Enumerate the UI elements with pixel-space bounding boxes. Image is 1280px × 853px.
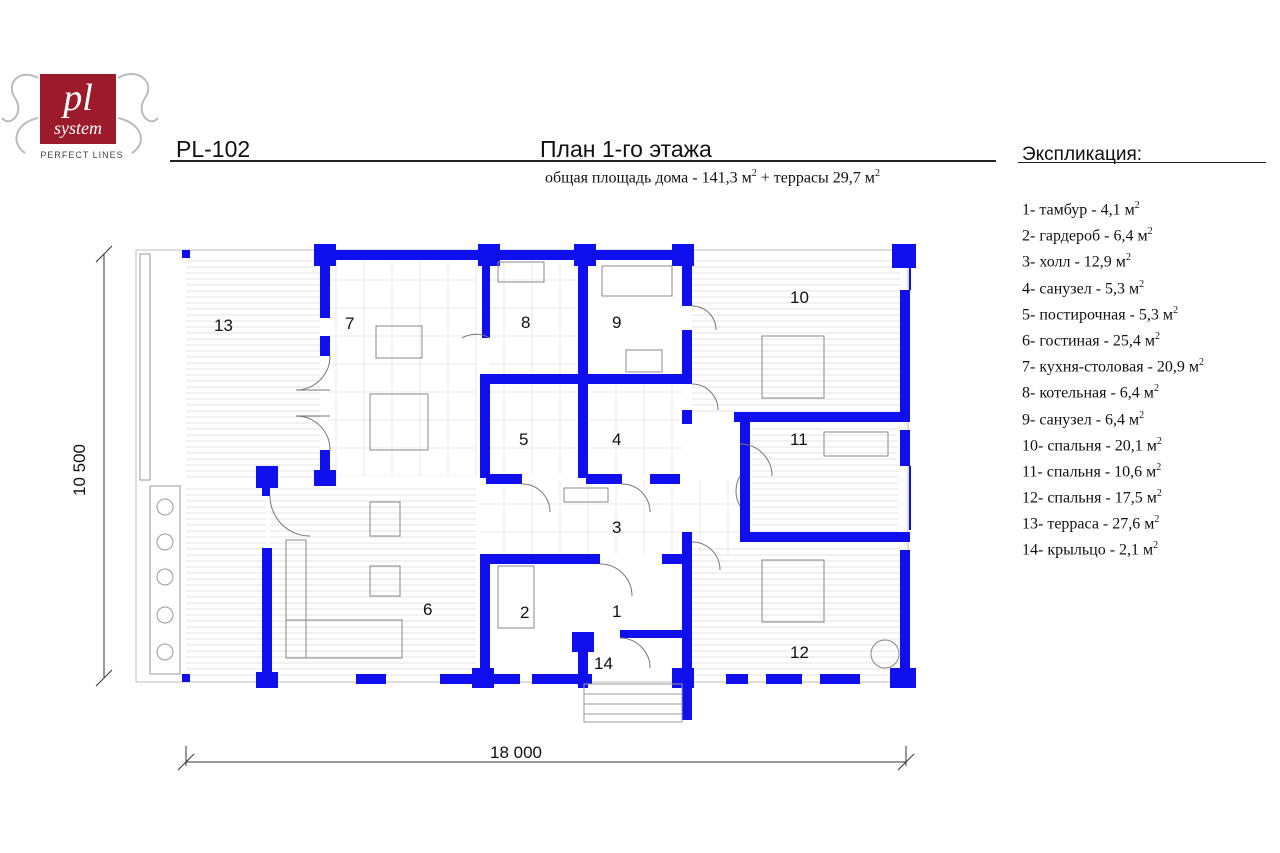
area-summary: общая площадь дома - 141,3 м2 + терраcы … <box>545 168 880 187</box>
hall-floor <box>480 480 740 554</box>
room-label-3: 3 <box>612 518 622 537</box>
list-item: 14- крыльцо - 2,1 м2 <box>1022 540 1159 559</box>
list-item: 13- терраса - 27,6 м2 <box>1022 514 1160 533</box>
porch-steps <box>583 683 683 723</box>
bedroom11-floor <box>752 424 898 534</box>
header-divider <box>170 160 996 162</box>
room-label-7: 7 <box>345 314 355 333</box>
logo-ornament-icon <box>1 72 159 154</box>
dimension-lines <box>95 245 915 771</box>
planter <box>149 485 181 675</box>
room-label-1: 1 <box>612 602 622 621</box>
explication-title: Экспликация: <box>1022 144 1143 165</box>
list-item: 11- спальня - 10,6 м2 <box>1022 461 1162 481</box>
room-label-10: 10 <box>790 288 809 307</box>
list-item: 5- постирочная - 5,3 м2 <box>1022 304 1179 324</box>
railing <box>139 253 151 481</box>
room-label-8: 8 <box>521 313 531 332</box>
logo-badge <box>40 74 116 144</box>
terrace-floor-lower <box>186 486 266 678</box>
boiler-floor <box>490 258 576 374</box>
bedroom12-floor <box>692 544 900 678</box>
laundry-floor <box>490 384 576 474</box>
bedroom10-floor <box>692 258 900 412</box>
room-label-13: 13 <box>214 316 233 335</box>
list-item: 3- холл - 12,9 м2 <box>1022 252 1131 271</box>
list-item: 4- санузел - 5,3 м2 <box>1022 278 1145 297</box>
plan-title: План 1-го этажа <box>540 136 712 162</box>
room-label-2: 2 <box>520 603 530 622</box>
list-item: 7- кухня-столовая - 20,9 м2 <box>1022 357 1205 376</box>
area-house: общая площадь дома - 141,3 м <box>545 169 752 187</box>
planter-plants <box>156 498 174 661</box>
terrace-floor <box>186 256 320 478</box>
project-code: PL-102 <box>176 136 251 162</box>
room-label-6: 6 <box>423 600 433 619</box>
furniture <box>285 261 900 669</box>
logo-mark: pl <box>63 77 93 119</box>
list-item: 8- котельная - 6,4 м2 <box>1022 383 1159 402</box>
room-label-11: 11 <box>790 430 808 449</box>
area-terrace: + терраcы 29,7 м <box>760 169 875 187</box>
list-item: 1- тамбур - 4,1 м2 <box>1022 200 1140 219</box>
area-sup-1: 2 <box>751 168 757 179</box>
room-label-5: 5 <box>519 430 529 449</box>
company-logo <box>0 58 160 162</box>
dimension-width: 18 000 <box>490 743 542 762</box>
list-item: 6- гостиная - 25,4 м2 <box>1022 330 1161 350</box>
list-item: 9- санузел - 6,4 м2 <box>1022 409 1145 428</box>
walls <box>182 244 916 720</box>
room-label-4: 4 <box>612 430 622 449</box>
logo-tagline: PERFECT LINES <box>40 150 124 160</box>
dimension-height: 10 500 <box>70 444 89 496</box>
room-label-12: 12 <box>790 643 809 662</box>
bath4-floor <box>590 384 682 474</box>
living-floor <box>270 486 476 678</box>
room-label-14: 14 <box>594 654 613 673</box>
list-item: 10- спальня - 20,1 м2 <box>1022 435 1162 455</box>
door-swings <box>269 305 773 669</box>
room-label-9: 9 <box>612 313 622 332</box>
explication-divider <box>1018 162 1266 163</box>
explication-list: 1- тамбур - 4,1 м2 2- гардероб - 6,4 м2 … <box>1022 195 1204 562</box>
kitchen-floor <box>328 258 478 476</box>
logo-sub: system <box>54 118 102 138</box>
area-sup-2: 2 <box>874 168 880 179</box>
list-item: 2- гардероб - 6,4 м2 <box>1022 226 1153 245</box>
list-item: 12- спальня - 17,5 м2 <box>1022 488 1162 507</box>
